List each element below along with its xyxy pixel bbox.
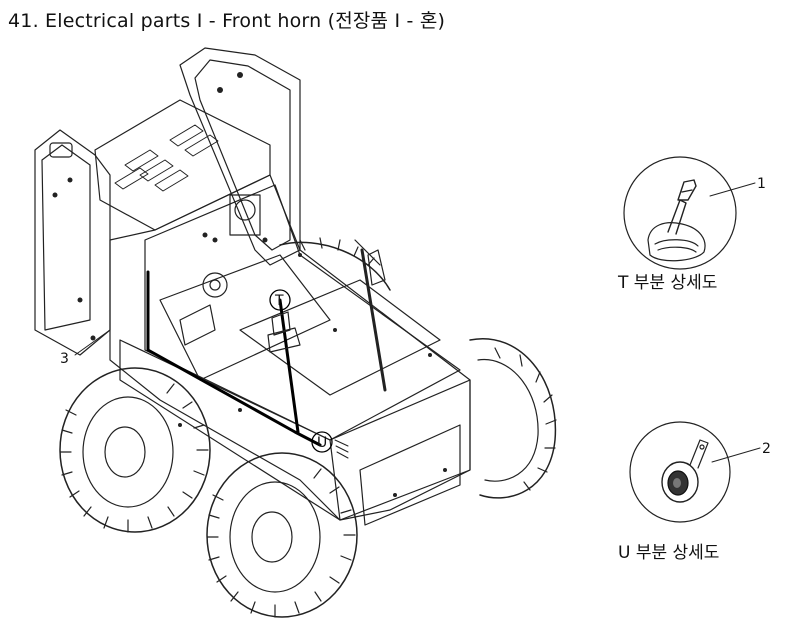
- rear-left-wheel: [279, 237, 391, 291]
- page-title: 41. Electrical parts I - Front horn (전장품…: [8, 10, 446, 32]
- callout-1: 1: [757, 176, 766, 192]
- callout-3: 3: [60, 351, 69, 367]
- rear-right-wheel: [469, 338, 557, 499]
- skid-steer-loader: [34, 47, 557, 618]
- front-right-wheel: [206, 452, 358, 618]
- detail-u-caption: U 부분 상세도: [618, 543, 720, 563]
- marker-t: T: [274, 293, 284, 309]
- front-left-wheel: [59, 367, 211, 533]
- marker-u: U: [317, 435, 327, 451]
- detail-u-horn: [629, 421, 761, 523]
- detail-t-joystick: [623, 156, 756, 270]
- detail-t-caption: T 부분 상세도: [618, 273, 718, 293]
- callout-2: 2: [762, 441, 771, 457]
